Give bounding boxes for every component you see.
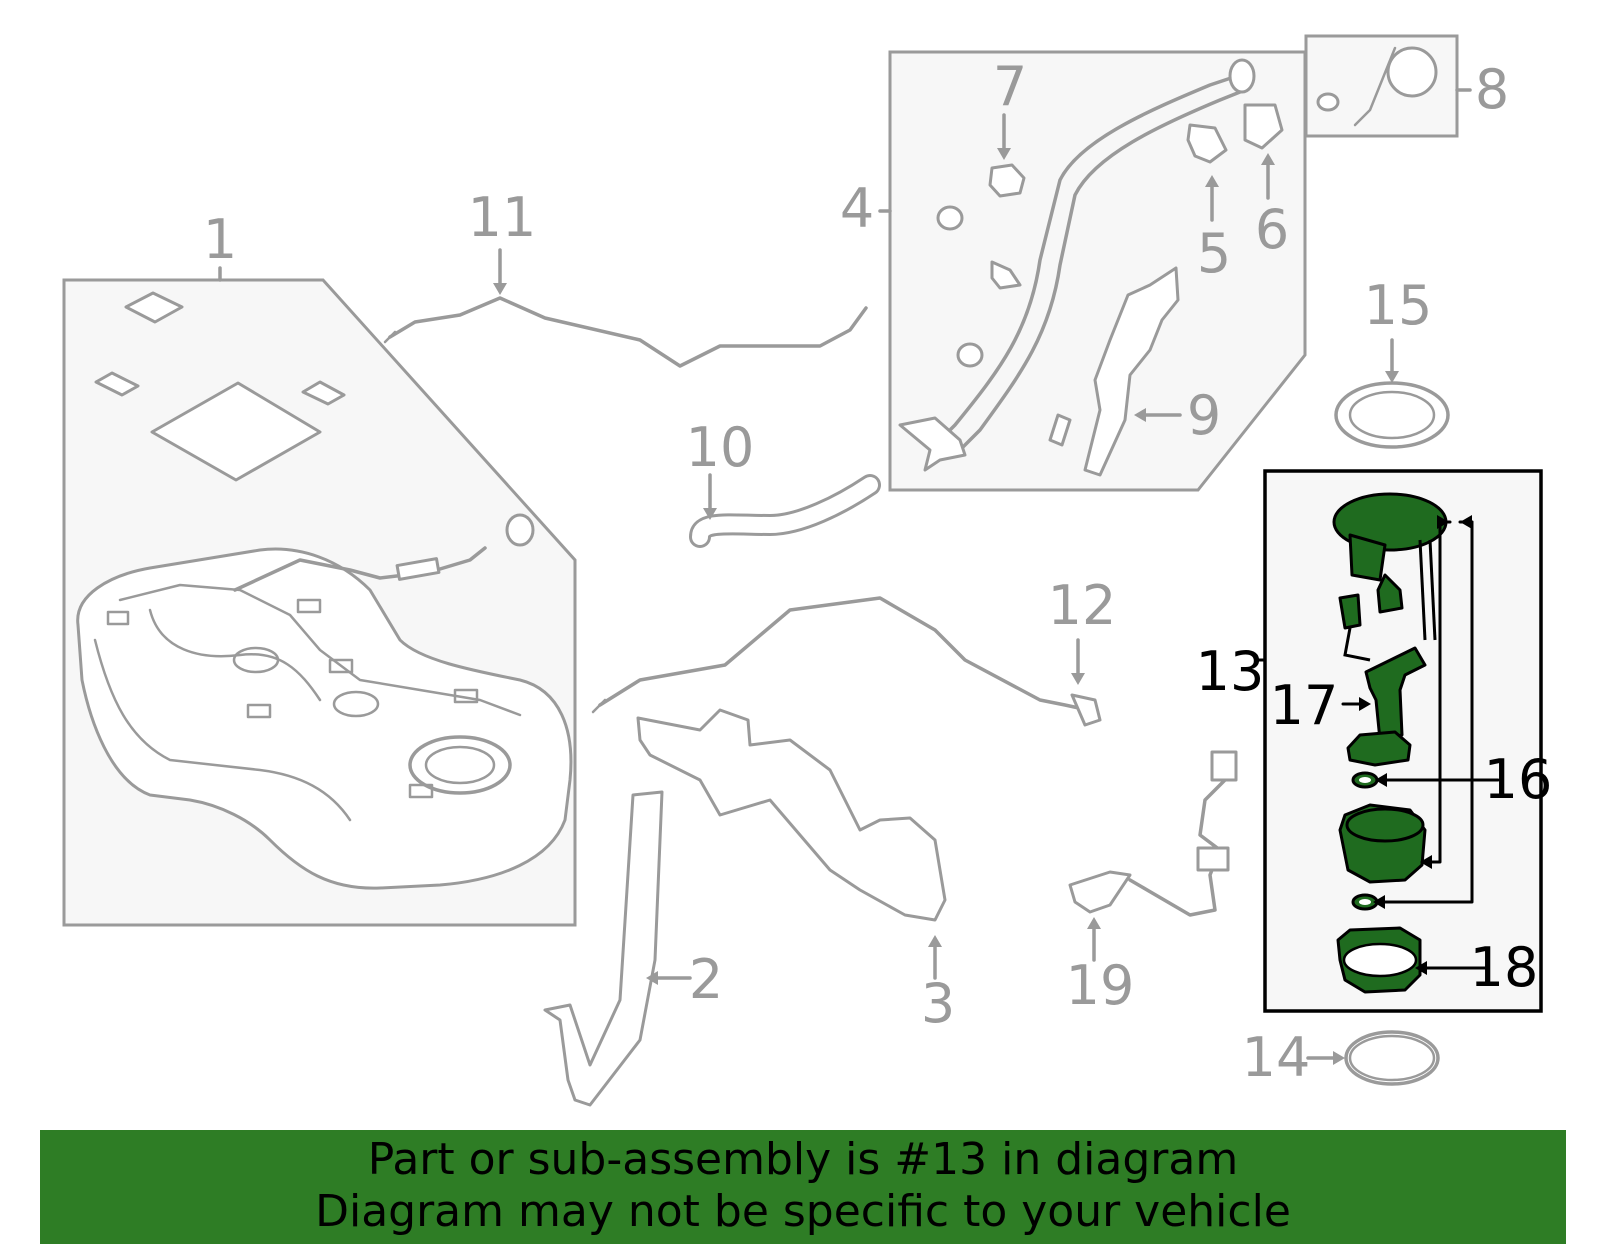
part-11-vapor-line[interactable] (383, 248, 868, 368)
callout-16: 16 (1484, 748, 1553, 811)
callout-15: 15 (1364, 274, 1433, 337)
part-8-fuel-cap[interactable] (1304, 34, 1472, 138)
banner-line-part: Part or sub-assembly is #13 in diagram (367, 1134, 1239, 1185)
callout-6: 6 (1255, 198, 1289, 261)
part-15-lock-ring[interactable] (1334, 338, 1450, 449)
callout-19: 19 (1066, 954, 1135, 1017)
part-13-fuel-pump-module[interactable] (1256, 469, 1543, 1013)
part-3-shield[interactable] (636, 708, 947, 980)
callout-12: 12 (1048, 574, 1117, 637)
info-banner: Part or sub-assembly is #13 in diagram D… (40, 1130, 1566, 1244)
callout-5: 5 (1197, 222, 1231, 285)
callout-3: 3 (921, 972, 955, 1035)
part-12-fuel-line[interactable] (591, 596, 1102, 727)
part-2-tank-strap[interactable] (543, 790, 692, 1107)
callout-18: 18 (1470, 936, 1539, 999)
callout-7: 7 (993, 55, 1027, 118)
callout-14: 14 (1242, 1026, 1311, 1089)
callout-11: 11 (468, 186, 537, 249)
callout-17: 17 (1270, 674, 1339, 737)
part-4-filler-pipe[interactable] (878, 50, 1307, 492)
callout-13: 13 (1196, 640, 1265, 703)
callout-9: 9 (1187, 384, 1221, 447)
part-19-fuel-sender[interactable] (1068, 750, 1238, 962)
banner-line-disclaimer: Diagram may not be specific to your vehi… (315, 1186, 1291, 1237)
callout-4: 4 (840, 177, 874, 240)
callout-10: 10 (686, 416, 755, 479)
part-14-gasket[interactable] (1306, 1030, 1440, 1086)
callout-1: 1 (203, 208, 237, 271)
part-1-fuel-tank[interactable] (62, 266, 577, 927)
callout-2: 2 (689, 948, 723, 1011)
part-10-hose[interactable] (689, 473, 881, 548)
callout-8: 8 (1475, 58, 1509, 121)
